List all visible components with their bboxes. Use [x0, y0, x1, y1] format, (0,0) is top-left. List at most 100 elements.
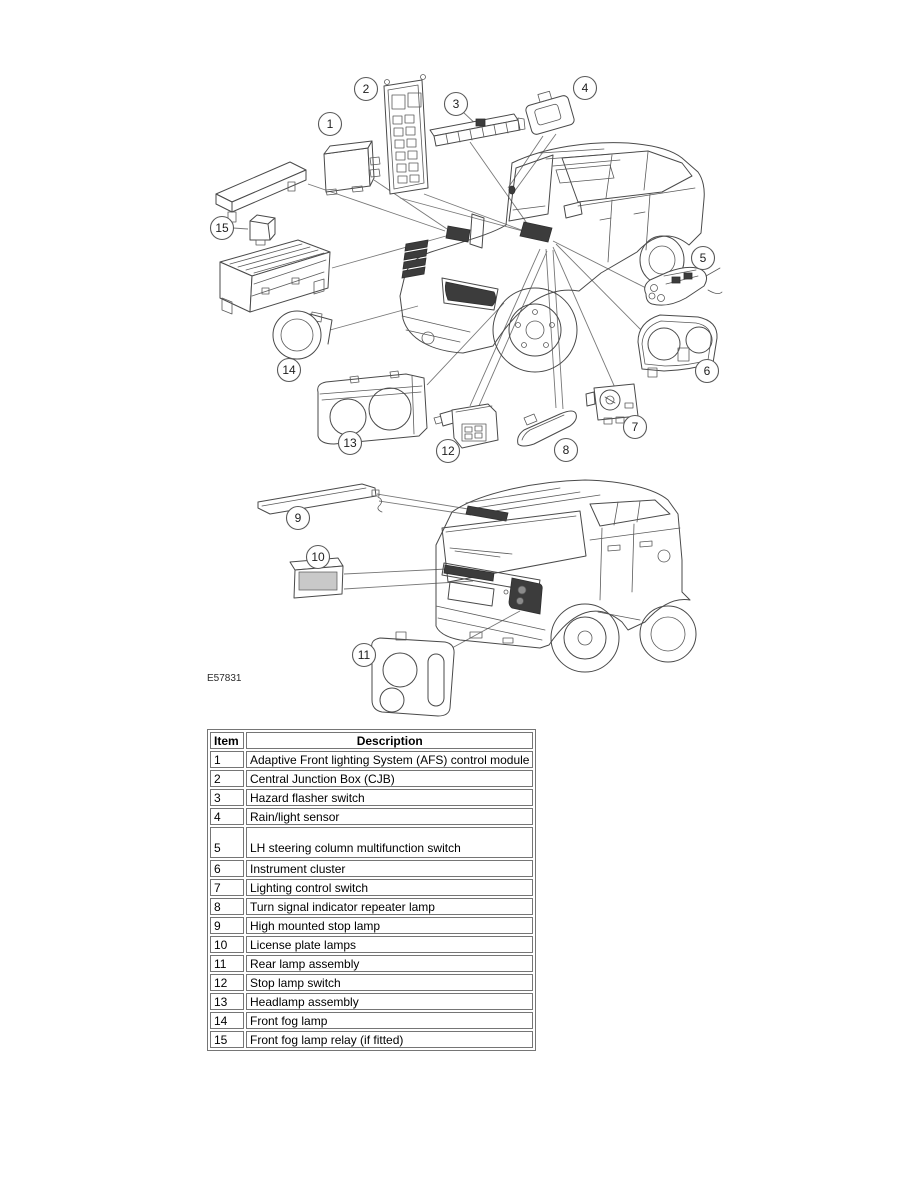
cowl-location	[519, 221, 553, 243]
item-cell: 15	[210, 1031, 244, 1048]
description-cell: Rain/light sensor	[246, 808, 534, 825]
callout-9: 9	[285, 505, 311, 531]
afs-control-module-drawing	[323, 140, 381, 196]
table-row: 9 High mounted stop lamp	[210, 917, 534, 934]
svg-text:15: 15	[215, 221, 229, 235]
description-cell: Stop lamp switch	[246, 974, 534, 991]
item-cell: 10	[210, 936, 244, 953]
description-cell: Lighting control switch	[246, 879, 534, 896]
table-row: 1 Adaptive Front lighting System (AFS) c…	[210, 751, 534, 768]
description-cell: LH steering column multifunction switch	[246, 827, 534, 858]
description-cell: Adaptive Front lighting System (AFS) con…	[246, 751, 534, 768]
fog-lamp-relay-drawing	[249, 214, 276, 246]
callout-1: 1	[317, 111, 343, 137]
item-cell: 11	[210, 955, 244, 972]
callout-12: 12	[435, 438, 461, 464]
description-cell: Headlamp assembly	[246, 993, 534, 1010]
item-cell: 4	[210, 808, 244, 825]
item-cell: 3	[210, 789, 244, 806]
instrument-cluster-drawing	[637, 314, 718, 378]
intake-location	[445, 225, 471, 243]
rear-diagram: 9 10 11 E57831	[207, 479, 697, 717]
high-mounted-stop-lamp-drawing	[257, 483, 383, 515]
item-cell: 1	[210, 751, 244, 768]
hazard-flasher-switch-drawing	[429, 113, 526, 147]
grille	[401, 239, 429, 279]
fuse-box-cover-drawing	[215, 161, 307, 223]
license-lamp-location	[443, 564, 495, 582]
description-cell: Hazard flasher switch	[246, 789, 534, 806]
item-cell: 7	[210, 879, 244, 896]
item-cell: 13	[210, 993, 244, 1010]
table-row: 10 License plate lamps	[210, 936, 534, 953]
callout-3: 3	[443, 91, 469, 117]
svg-text:3: 3	[453, 97, 460, 111]
item-cell: 2	[210, 770, 244, 787]
description-cell: Front fog lamp relay (if fitted)	[246, 1031, 534, 1048]
description-header: Description	[246, 732, 534, 749]
stop-lamp-switch-drawing	[433, 403, 499, 449]
item-header: Item	[210, 732, 244, 749]
svg-text:10: 10	[311, 550, 325, 564]
svg-text:14: 14	[282, 363, 296, 377]
item-cell: 12	[210, 974, 244, 991]
callout-7: 7	[622, 414, 648, 440]
callout-14: 14	[276, 357, 302, 383]
figure-code: E57831	[207, 673, 242, 684]
description-cell: Front fog lamp	[246, 1012, 534, 1029]
description-cell: Rear lamp assembly	[246, 955, 534, 972]
table-row: 12 Stop lamp switch	[210, 974, 534, 991]
table-row: 8 Turn signal indicator repeater lamp	[210, 898, 534, 915]
parts-table-wrap: Item Description 1 Adaptive Front lighti…	[207, 729, 537, 1051]
table-row: 3 Hazard flasher switch	[210, 789, 534, 806]
table-row: 11 Rear lamp assembly	[210, 955, 534, 972]
table-row: 7 Lighting control switch	[210, 879, 534, 896]
callout-5: 5	[690, 245, 716, 271]
svg-text:9: 9	[295, 511, 302, 525]
callout-13: 13	[337, 430, 363, 456]
svg-text:12: 12	[441, 444, 455, 458]
callout-8: 8	[553, 437, 579, 463]
callout-4: 4	[572, 75, 598, 101]
item-cell: 8	[210, 898, 244, 915]
headlamp-assembly-drawing	[317, 370, 428, 445]
table-row: 15 Front fog lamp relay (if fitted)	[210, 1031, 534, 1048]
svg-text:5: 5	[700, 251, 707, 265]
svg-text:2: 2	[363, 82, 370, 96]
vehicle-rear-view	[435, 479, 697, 673]
callout-15: 15	[209, 215, 235, 241]
description-cell: License plate lamps	[246, 936, 534, 953]
callout-6: 6	[694, 358, 720, 384]
svg-text:6: 6	[704, 364, 711, 378]
rear-lamp-assembly-drawing	[371, 631, 455, 717]
item-cell: 5	[210, 827, 244, 858]
turn-signal-repeater-drawing	[517, 410, 577, 447]
steering-column-switch-drawing	[644, 266, 723, 306]
table-row: 6 Instrument cluster	[210, 860, 534, 877]
rain-sensor-location-marker	[508, 185, 516, 195]
headlamp-location	[444, 281, 496, 307]
item-cell: 6	[210, 860, 244, 877]
parts-table: Item Description 1 Adaptive Front lighti…	[207, 729, 537, 1051]
table-row: 5 LH steering column multifunction switc…	[210, 827, 534, 858]
svg-text:4: 4	[582, 81, 589, 95]
description-cell: Central Junction Box (CJB)	[246, 770, 534, 787]
vehicle-front-view	[399, 142, 705, 373]
svg-text:13: 13	[343, 436, 357, 450]
table-header-row: Item Description	[210, 732, 534, 749]
front-diagram: 1 2 3 4 5 6 7 8 12 13 14 15	[209, 74, 723, 464]
hazard-switch-button	[475, 118, 486, 127]
central-junction-box-drawing	[383, 74, 429, 195]
svg-text:1: 1	[327, 117, 334, 131]
svg-text:8: 8	[563, 443, 570, 457]
callout-10: 10	[305, 544, 331, 570]
front-fog-lamp-drawing	[272, 310, 333, 360]
rain-light-sensor-drawing	[525, 90, 575, 135]
svg-text:7: 7	[632, 420, 639, 434]
svg-text:11: 11	[358, 648, 371, 662]
tail-lamp-location	[508, 577, 543, 615]
item-cell: 9	[210, 917, 244, 934]
high-mount-lamp-location	[465, 505, 509, 522]
